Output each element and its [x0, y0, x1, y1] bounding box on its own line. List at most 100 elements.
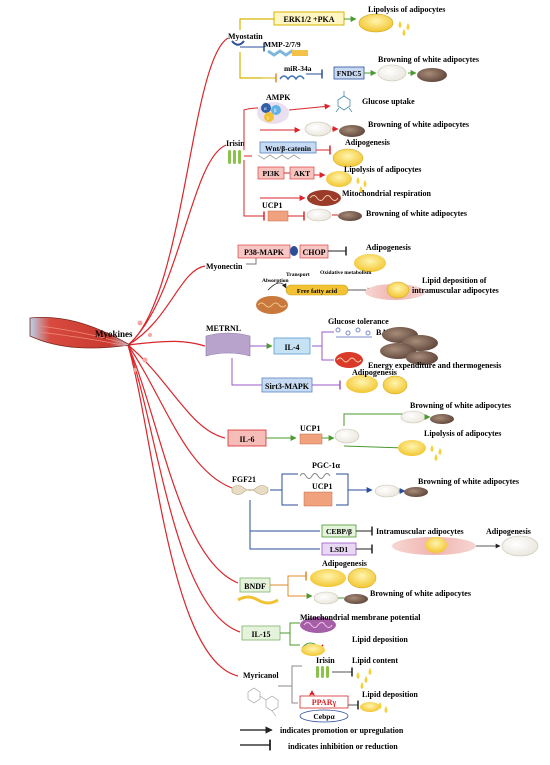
sirt3-label: Sirt3-MAPK: [265, 382, 310, 391]
fgf21-ucp1-label: UCP1: [312, 482, 332, 491]
glucose-tolerance-icon: [335, 327, 372, 338]
legend-inhibition-label: indicates inhibition or reduction: [288, 742, 398, 751]
branch-irisin: [127, 144, 227, 346]
metrnl-energy-label: Energy expenditure and thermogenesis: [368, 361, 501, 370]
chop-label: CHOP: [302, 248, 325, 257]
myokines-label: Myokines: [95, 329, 133, 339]
ampk-icon: α β γ: [257, 102, 289, 124]
mirna-icon: [279, 75, 305, 81]
il6-browning-label: Browning of white adipocytes: [410, 401, 511, 410]
branch-il6: [127, 344, 226, 439]
branch-il15: [127, 344, 241, 633]
myonectin-label: Myonectin: [206, 262, 243, 271]
branch-myricanol: [127, 344, 239, 677]
legend: indicates promotion or upregulation indi…: [240, 726, 404, 751]
ppar-box: [299, 695, 349, 709]
p38-box: [237, 244, 291, 259]
ampk-label: AMPK: [266, 93, 291, 102]
il15-module: IL-15 Mitochondrial membrane potential L…: [241, 613, 421, 656]
lipid-droplet-icon: [398, 21, 410, 36]
irisin-adipogenesis-label: Adipogenesis: [345, 138, 390, 147]
metrnl-label: METRNL: [206, 324, 241, 333]
svg-text:γ: γ: [267, 116, 270, 121]
bndf-icon: [237, 595, 279, 605]
bndf-browning-label: Browning of white adipocytes: [370, 589, 471, 598]
svg-text:β: β: [274, 109, 277, 114]
oxidative-label: Oxidative metabolism: [320, 270, 372, 276]
irisin-receptor-icon: [228, 150, 241, 164]
ppar-label: PPARγ: [312, 698, 337, 707]
legend-promotion-label: indicates promotion or upregulation: [280, 726, 404, 735]
wnt-label: Wnt/β-catenin: [265, 144, 312, 153]
erk-pka-label: ERK1/2 +PKA: [283, 15, 334, 24]
branch-myostatin: [127, 37, 229, 346]
bndf-module: BNDF Adipogenesis Browning of white adip…: [237, 559, 471, 605]
ucp1-icon: [267, 210, 289, 222]
mmp-label: MMP-2/7/9: [264, 40, 301, 49]
il4-label: IL-4: [284, 343, 299, 352]
lsd1-label: LSD1: [330, 545, 349, 554]
myonectin-lipid-label-2: intramuscular adipocytes: [412, 286, 499, 295]
irisin-label: Irisin: [226, 139, 245, 148]
myricanol-lipid-content-label: Lipid content: [352, 656, 398, 665]
myostatin-label: Myostatin: [228, 32, 263, 41]
pgc-icon: [299, 473, 331, 479]
metrnl-glucose-label: Glucose tolerance: [328, 317, 389, 326]
bndf-adipogenesis-label: Adipogenesis: [322, 559, 367, 568]
myricanol-irisin-label: Irisin: [316, 656, 335, 665]
bndf-label: BNDF: [244, 582, 266, 591]
myostatin-module: Myostatin ERK1/2 +PKA Lipolysis of adipo…: [228, 5, 479, 83]
myostatin-lipolysis-label: Lipolysis of adipocytes: [368, 5, 445, 14]
akt-label: AKT: [294, 169, 310, 178]
p38-label: P38-MAPK: [244, 248, 285, 257]
myonectin-lipid-label-1: Lipid deposition of: [422, 276, 487, 285]
mitochondria-icon: [307, 190, 341, 206]
metrnl-module: METRNL IL-4 Glucose tolerance BAT Energy…: [205, 317, 501, 395]
fgf21-label: FGF21: [232, 475, 256, 484]
brown-adipocyte-icon: [417, 68, 447, 82]
il6-module: IL-6 UCP1 Browning of white adipocytes L…: [227, 401, 511, 461]
fndc5-label: FNDC5: [337, 69, 362, 78]
transport-label: Transport: [286, 272, 310, 278]
glucose-icon: [335, 91, 353, 113]
irisin-module: Irisin AMPK α β γ Glucose uptake Br: [226, 91, 469, 222]
pgc-label: PGC-1α: [312, 461, 341, 470]
mitochondria-icon-il15: [300, 617, 336, 633]
il4-box: [273, 337, 311, 355]
metrnl-icon: [205, 332, 251, 357]
irisin-browning2-label: Browning of white adipocytes: [366, 209, 467, 218]
irisin-browning1-label: Browning of white adipocytes: [368, 120, 469, 129]
glucose-uptake-label: Glucose uptake: [362, 97, 415, 106]
il15-label: IL-15: [251, 630, 270, 639]
fgf21-module: FGF21 PGC-1α UCP1 Browning of white adip…: [231, 461, 539, 557]
branch-myonectin: [127, 265, 206, 346]
myricanol-module: Myricanol Irisin Lipid content PPARγ Ceb…: [243, 656, 418, 723]
cebp-label: CEBP/β: [326, 527, 352, 536]
irisin-ucp1-label: UCP1: [262, 201, 282, 210]
bat-cells-icon: [380, 327, 438, 365]
il6-label: IL-6: [239, 435, 254, 444]
adipocyte-icon: [358, 13, 394, 33]
absorption-label: Absorption: [262, 278, 289, 284]
mir-label: miR-34a: [284, 64, 312, 73]
fgf21-intra-label: Intramuscular adipocytes: [376, 527, 464, 536]
myricanol-structure-icon: [247, 687, 279, 717]
pi3k-label: PI3K: [262, 169, 279, 178]
wnt-box: [259, 141, 317, 154]
myricanol-lipid-deposition-label: Lipid deposition: [362, 690, 418, 699]
svg-text:α: α: [264, 107, 267, 112]
irisin-mito-label: Mitochondrial respiration: [342, 189, 432, 198]
myostatin-browning-label: Browning of white adipocytes: [378, 55, 479, 64]
myricanol-label: Myricanol: [243, 671, 279, 680]
branch-bndf: [127, 344, 239, 584]
muscle-illustration: [29, 316, 152, 372]
branch-metrnl: [127, 340, 206, 347]
il6-ucp1-label: UCP1: [300, 424, 320, 433]
irisin-lipolysis-label: Lipolysis of adipocytes: [344, 165, 421, 174]
fgf21-adipogenesis-label: Adipogenesis: [486, 527, 531, 536]
fgf21-icon: [231, 485, 269, 495]
myonectin-module: Myonectin P38-MAPK CHOP Adipogenesis Tra…: [206, 243, 499, 314]
metrnl-adipogenesis-label: Adipogenesis: [352, 368, 397, 377]
